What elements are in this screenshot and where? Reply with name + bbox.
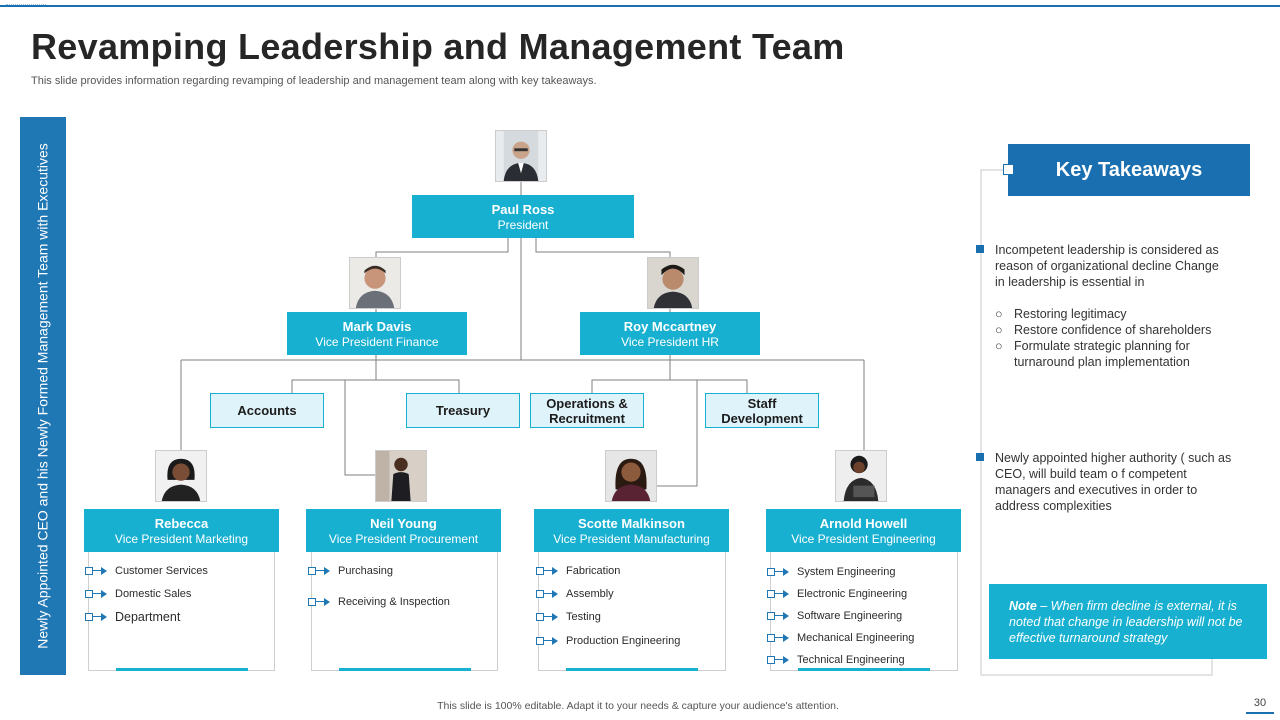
vp-finance-name: Mark Davis: [342, 319, 412, 334]
arrow-bullet-icon: [536, 566, 558, 576]
exec-role: Vice President Manufacturing: [553, 532, 710, 546]
arrow-bullet-icon: [767, 611, 789, 621]
key-takeaways-marker: [1003, 164, 1014, 175]
exec-name: Scotte Malkinson: [578, 516, 685, 531]
top-dots-decoration: [6, 0, 46, 5]
president-role: President: [497, 218, 549, 232]
list-item: Production Engineering: [536, 635, 680, 647]
vp-finance-role: Vice President Finance: [315, 335, 439, 349]
exec-card-rebecca: Rebecca Vice President Marketing: [84, 509, 279, 552]
list-item: Customer Services: [85, 565, 208, 577]
circle-bullet-icon: ○: [995, 339, 1003, 353]
sub-list-marketing: [88, 552, 275, 671]
takeaway-sub-1: ○Restoring legitimacy: [995, 307, 1127, 321]
vp-finance-photo: [349, 257, 401, 309]
list-item: Purchasing: [308, 565, 393, 577]
vp-hr-name: Roy Mccartney: [623, 319, 717, 334]
arrow-bullet-icon: [85, 589, 107, 599]
takeaway-point-2: Newly appointed higher authority ( such …: [995, 451, 1232, 513]
arrow-bullet-icon: [767, 567, 789, 577]
note-text: – When firm decline is external, it is n…: [1009, 599, 1243, 645]
sub-list-accent-bar: [798, 668, 930, 671]
takeaway-sub-3-cont: turnaround plan implementation: [1014, 355, 1190, 369]
exec-name: Neil Young: [370, 516, 437, 531]
takeaway-point-1: Incompetent leadership is considered as …: [995, 243, 1219, 289]
slide-footer: This slide is 100% editable. Adapt it to…: [437, 700, 839, 712]
sub-list-procurement: [311, 552, 498, 671]
arrow-bullet-icon: [85, 612, 107, 622]
slide-subtitle: This slide provides information regardin…: [31, 75, 597, 87]
note-label: Note: [1009, 599, 1037, 613]
list-item: Department: [85, 610, 180, 624]
arrow-bullet-icon: [308, 566, 330, 576]
sub-list-accent-bar: [566, 668, 698, 671]
president-name: Paul Ross: [491, 202, 555, 217]
sub-list-engineering: [770, 552, 958, 671]
exec-role: Vice President Procurement: [328, 532, 479, 546]
list-item: Testing: [536, 611, 601, 623]
key-takeaways-heading: Key Takeaways: [1008, 144, 1250, 196]
list-item: Electronic Engineering: [767, 588, 907, 600]
sub-list-manufacturing: [538, 552, 726, 671]
vp-hr-role: Vice President HR: [621, 335, 719, 349]
list-item: Mechanical Engineering: [767, 632, 914, 644]
exec-name: Rebecca: [154, 516, 209, 531]
square-bullet-icon: [976, 245, 984, 253]
vp-hr-card: Roy Mccartney Vice President HR: [580, 312, 760, 355]
list-item: Assembly: [536, 588, 614, 600]
page-number: 30: [1246, 697, 1274, 714]
dept-accounts: Accounts: [210, 393, 324, 428]
list-item: Fabrication: [536, 565, 620, 577]
side-band: Newly Appointed CEO and his Newly Formed…: [20, 117, 66, 675]
arrow-bullet-icon: [85, 566, 107, 576]
slide-title: Revamping Leadership and Management Team: [31, 26, 845, 67]
exec-card-scotte-malkinson: Scotte Malkinson Vice President Manufact…: [534, 509, 729, 552]
exec-name: Arnold Howell: [819, 516, 908, 531]
circle-bullet-icon: ○: [995, 323, 1003, 337]
arrow-bullet-icon: [536, 636, 558, 646]
arrow-bullet-icon: [536, 589, 558, 599]
exec-photo-rebecca: [155, 450, 207, 502]
top-rule: [0, 5, 1280, 7]
sub-list-accent-bar: [116, 668, 248, 671]
dept-staff-development: Staff Development: [705, 393, 819, 428]
president-photo: [495, 130, 547, 182]
arrow-bullet-icon: [536, 612, 558, 622]
list-item: System Engineering: [767, 566, 895, 578]
note-box: Note – When firm decline is external, it…: [989, 584, 1267, 659]
exec-photo-arnold-howell: [835, 450, 887, 502]
circle-bullet-icon: ○: [995, 307, 1003, 321]
vp-hr-photo: [647, 257, 699, 309]
arrow-bullet-icon: [767, 655, 789, 665]
dept-operations-recruitment: Operations & Recruitment: [530, 393, 644, 428]
exec-photo-neil-young: [375, 450, 427, 502]
vp-finance-card: Mark Davis Vice President Finance: [287, 312, 467, 355]
list-item: Technical Engineering: [767, 654, 905, 666]
list-item: Software Engineering: [767, 610, 902, 622]
list-item: Domestic Sales: [85, 588, 191, 600]
exec-card-neil-young: Neil Young Vice President Procurement: [306, 509, 501, 552]
list-item: Receiving & Inspection: [308, 596, 450, 608]
arrow-bullet-icon: [767, 589, 789, 599]
exec-role: Vice President Marketing: [114, 532, 249, 546]
square-bullet-icon: [976, 453, 984, 461]
exec-photo-scotte-malkinson: [605, 450, 657, 502]
arrow-bullet-icon: [308, 597, 330, 607]
sub-list-accent-bar: [339, 668, 471, 671]
exec-card-arnold-howell: Arnold Howell Vice President Engineering: [766, 509, 961, 552]
takeaway-sub-3: ○Formulate strategic planning for: [995, 339, 1190, 353]
dept-treasury: Treasury: [406, 393, 520, 428]
exec-role: Vice President Engineering: [791, 532, 936, 546]
takeaway-sub-2: ○Restore confidence of shareholders: [995, 323, 1212, 337]
arrow-bullet-icon: [767, 633, 789, 643]
president-card: Paul Ross President: [412, 195, 634, 238]
